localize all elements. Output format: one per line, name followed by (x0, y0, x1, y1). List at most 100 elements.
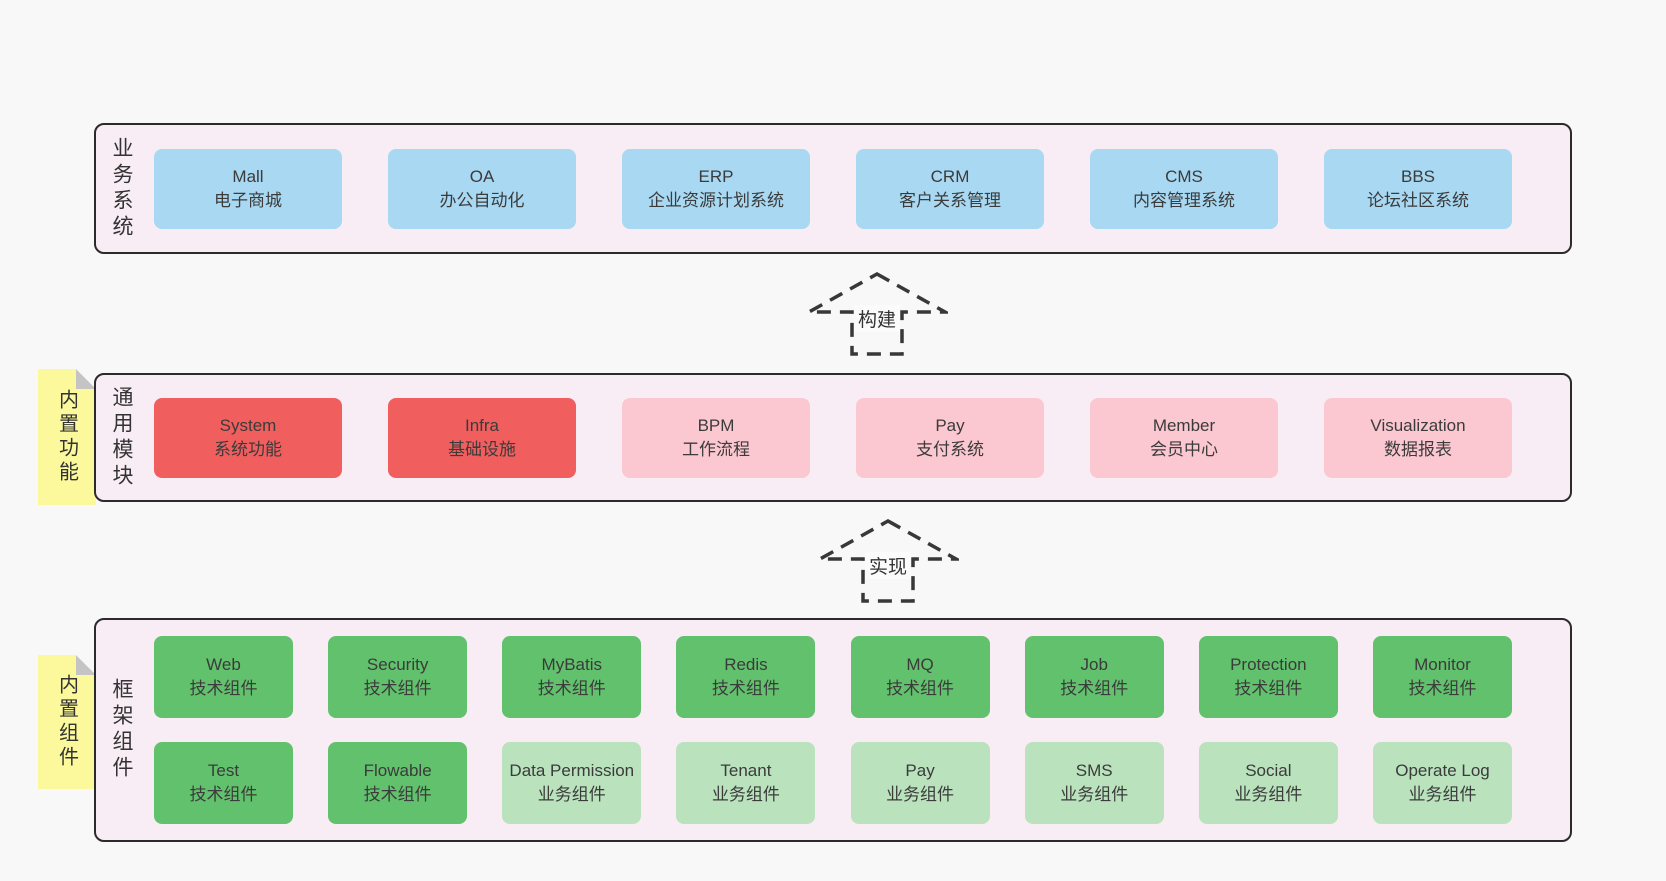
box-subtitle: 企业资源计划系统 (648, 190, 784, 210)
box-subtitle: 技术组件 (711, 679, 780, 698)
module-box-protection: Protection 技术组件 (1198, 636, 1338, 718)
sticky-note-label: 内置功能 (55, 389, 78, 485)
dashed-up-arrow-icon (806, 271, 948, 356)
box-rows: System 系统功能 Infra 基础设施 BPM 工作流程 Pay 支付系统 Member 会… (154, 375, 1512, 500)
box-title: Redis (724, 655, 768, 674)
box-title: Tenant (720, 761, 772, 780)
box-subtitle: 工作流程 (682, 439, 750, 459)
sticky-fold-icon (76, 369, 96, 389)
box-subtitle: 办公自动化 (439, 190, 525, 210)
box-subtitle: 系统功能 (214, 439, 282, 459)
box-subtitle: 技术组件 (189, 785, 258, 804)
box-subtitle: 业务组件 (711, 785, 780, 804)
module-box-member: Member 会员中心 (1090, 397, 1278, 478)
box-subtitle: 技术组件 (1408, 679, 1477, 698)
panel-label: 框架组件 (110, 678, 133, 782)
arrow-label: 实现 (864, 552, 912, 579)
box-title: Visualization (1370, 415, 1466, 435)
box-title: Job (1080, 655, 1108, 674)
box-subtitle: 内容管理系统 (1133, 190, 1235, 210)
box-subtitle: 业务组件 (537, 785, 606, 804)
box-subtitle: 技术组件 (537, 679, 606, 698)
box-title: Mall (232, 166, 264, 186)
box-title: Test (207, 761, 240, 780)
box-title: MQ (906, 655, 934, 674)
arrow-implement: 实现 (817, 518, 959, 604)
sticky-note-builtin-features: 内置功能 (38, 369, 96, 505)
box-subtitle: 论坛社区系统 (1367, 190, 1469, 210)
box-subtitle: 业务组件 (1060, 785, 1129, 804)
box-subtitle: 技术组件 (189, 679, 258, 698)
sticky-note-builtin-components: 内置组件 (38, 655, 96, 789)
module-box-monitor: Monitor 技术组件 (1372, 636, 1512, 718)
module-box-security: Security 技术组件 (328, 636, 468, 718)
box-title: Social (1245, 761, 1292, 780)
box-subtitle: 技术组件 (363, 785, 432, 804)
box-subtitle: 技术组件 (1234, 679, 1303, 698)
box-title: CMS (1165, 166, 1203, 186)
box-subtitle: 技术组件 (1060, 679, 1129, 698)
box-title: MyBatis (541, 655, 603, 674)
box-title: Pay (905, 761, 935, 780)
module-box-erp: ERP 企业资源计划系统 (622, 148, 810, 229)
module-box-web: Web 技术组件 (154, 636, 293, 718)
box-subtitle: 电子商城 (214, 190, 282, 210)
box-title: SMS (1075, 761, 1113, 780)
box-title: Infra (464, 415, 500, 435)
sticky-note-label: 内置组件 (55, 674, 78, 770)
module-box-cms: CMS 内容管理系统 (1090, 148, 1278, 229)
module-box-bbs: BBS 论坛社区系统 (1324, 148, 1512, 229)
module-box-mybatis: MyBatis 技术组件 (502, 636, 642, 718)
box-title: BBS (1400, 166, 1436, 186)
box-title: BPM (697, 415, 735, 435)
box-title: Flowable (363, 761, 432, 780)
module-box-social: Social 业务组件 (1198, 742, 1338, 824)
box-title: Protection (1230, 655, 1307, 674)
module-box-pay: Pay 业务组件 (850, 742, 990, 824)
module-box-flowable: Flowable 技术组件 (328, 742, 468, 824)
module-box-crm: CRM 客户关系管理 (856, 148, 1044, 229)
sticky-fold-icon (76, 655, 96, 675)
box-row: System 系统功能 Infra 基础设施 BPM 工作流程 Pay 支付系统 Member 会… (154, 397, 1512, 478)
module-box-tenant: Tenant 业务组件 (676, 742, 816, 824)
module-box-pay: Pay 支付系统 (856, 397, 1044, 478)
box-title: CRM (930, 166, 970, 186)
module-box-sms: SMS 业务组件 (1024, 742, 1164, 824)
arrow-build: 构建 (806, 271, 948, 357)
box-title: Member (1152, 415, 1216, 435)
dashed-up-arrow-icon (817, 518, 959, 603)
module-box-test: Test 技术组件 (154, 742, 293, 824)
module-box-data-permission: Data Permission 业务组件 (502, 742, 642, 824)
box-subtitle: 业务组件 (1234, 785, 1303, 804)
box-title: Pay (935, 415, 965, 435)
panel-label: 业务系统 (110, 136, 133, 241)
module-box-infra: Infra 基础设施 (388, 397, 576, 478)
box-subtitle: 支付系统 (916, 439, 984, 459)
box-title: System (219, 415, 277, 435)
box-title: Monitor (1414, 655, 1471, 674)
box-subtitle: 技术组件 (363, 679, 432, 698)
arrow-label: 构建 (853, 305, 901, 332)
module-box-redis: Redis 技术组件 (676, 636, 816, 718)
module-box-system: System 系统功能 (154, 397, 342, 478)
box-title: ERP (698, 166, 734, 186)
box-subtitle: 会员中心 (1150, 439, 1218, 459)
box-title: Data Permission (509, 761, 635, 780)
box-subtitle: 基础设施 (448, 439, 516, 459)
module-box-bpm: BPM 工作流程 (622, 397, 810, 478)
box-subtitle: 业务组件 (886, 785, 955, 804)
box-subtitle: 客户关系管理 (899, 190, 1001, 210)
box-title: Security (366, 655, 429, 674)
module-box-mall: Mall 电子商城 (154, 148, 342, 229)
box-title: Web (206, 655, 241, 674)
box-subtitle: 数据报表 (1384, 439, 1452, 459)
